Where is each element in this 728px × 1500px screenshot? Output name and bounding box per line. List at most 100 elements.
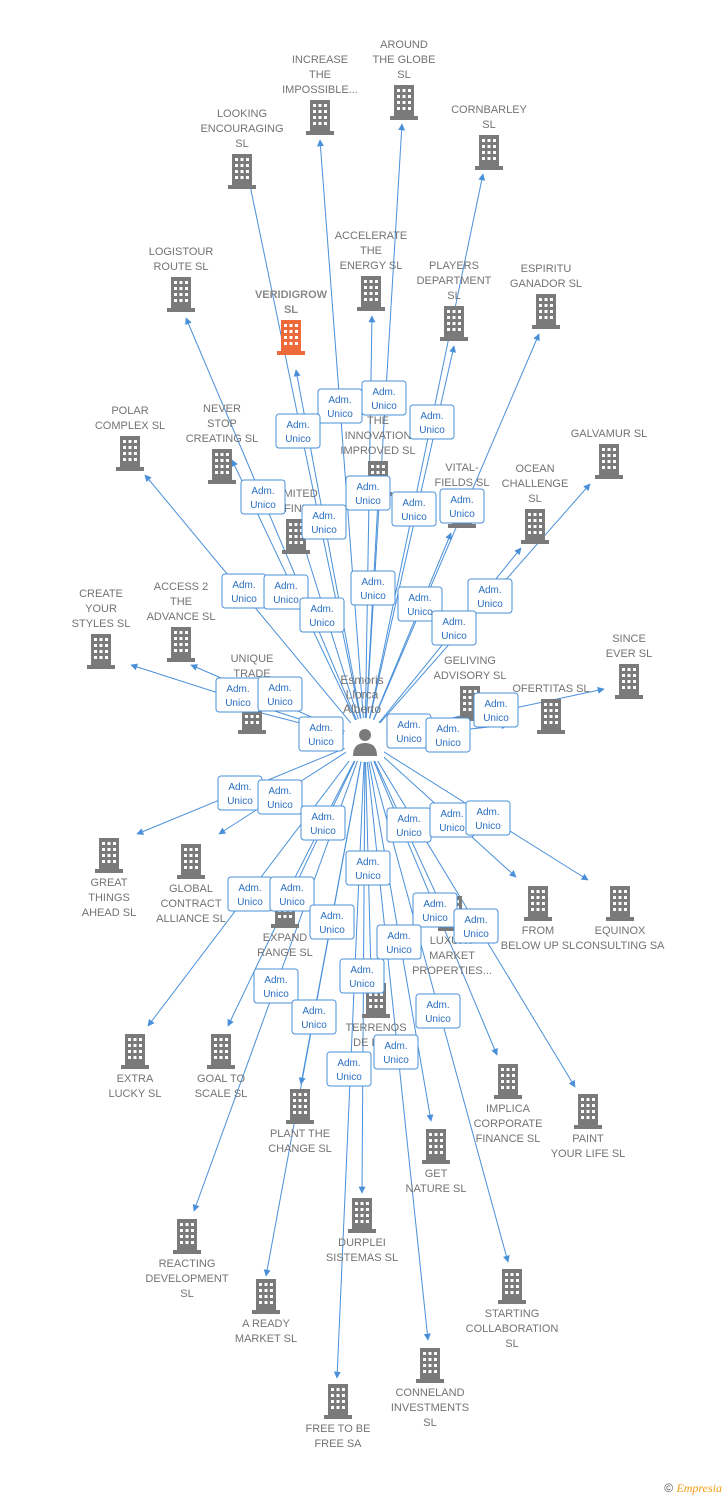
building-icon[interactable] — [357, 276, 385, 311]
role-badge[interactable]: Adm.Unico — [397, 586, 443, 622]
person-name-label[interactable]: Alberto — [343, 702, 381, 716]
company-label[interactable]: SL — [423, 1417, 436, 1429]
role-badge[interactable]: Adm.Unico — [361, 380, 407, 416]
role-badge[interactable]: Adm.Unico — [350, 570, 396, 606]
building-icon[interactable] — [177, 844, 205, 879]
company-label[interactable]: SL — [284, 304, 298, 316]
company-label[interactable]: COMPLEX SL — [95, 420, 165, 432]
role-badge[interactable]: Adm.Unico — [386, 713, 432, 749]
company-label[interactable]: LUCKY SL — [109, 1088, 162, 1100]
company-label[interactable]: PROPERTIES... — [412, 965, 492, 977]
building-icon[interactable] — [121, 1034, 149, 1069]
building-icon[interactable] — [595, 444, 623, 479]
company-label[interactable]: GOAL TO — [197, 1073, 246, 1085]
company-label[interactable]: THE GLOBE — [373, 54, 436, 66]
company-label[interactable]: THINGS — [88, 892, 130, 904]
building-icon[interactable] — [440, 306, 468, 341]
company-label[interactable]: IMPLICA — [486, 1103, 531, 1115]
company-label[interactable]: NEVER — [203, 403, 241, 415]
role-badge[interactable]: Adm.Unico — [473, 692, 519, 728]
role-badge[interactable]: Adm.Unico — [376, 924, 422, 960]
company-label[interactable]: DEPARTMENT — [417, 275, 492, 287]
role-badge[interactable]: Adm.Unico — [257, 676, 303, 712]
company-label[interactable]: ACCELERATE — [335, 230, 408, 242]
company-label[interactable]: SL — [505, 1338, 518, 1350]
role-badge[interactable]: Adm.Unico — [300, 805, 346, 841]
company-label[interactable]: ROUTE SL — [153, 261, 208, 273]
role-badge[interactable]: Adm.Unico — [373, 1034, 419, 1070]
company-node-galvamur[interactable]: GALVAMUR SL — [571, 428, 648, 479]
building-icon[interactable] — [574, 1094, 602, 1129]
company-label[interactable]: THE — [367, 415, 389, 427]
company-label[interactable]: SL — [180, 1288, 193, 1300]
role-badge[interactable]: Adm.Unico — [275, 413, 321, 449]
company-label[interactable]: GET — [425, 1168, 448, 1180]
role-badge[interactable]: Adm.Unico — [326, 1051, 372, 1087]
role-badge[interactable]: Adm.Unico — [345, 475, 391, 511]
building-icon[interactable] — [167, 277, 195, 312]
company-label[interactable]: EXPAND — [263, 932, 307, 944]
company-label[interactable]: EVER SL — [606, 648, 652, 660]
building-icon[interactable] — [615, 664, 643, 699]
company-label[interactable]: OCEAN — [515, 463, 554, 475]
company-label[interactable]: CHALLENGE — [502, 478, 569, 490]
company-label[interactable]: SINCE — [612, 633, 646, 645]
company-label[interactable]: ADVISORY SL — [434, 670, 507, 682]
building-icon[interactable] — [286, 1089, 314, 1124]
company-label[interactable]: FROM — [522, 925, 554, 937]
role-badge[interactable]: Adm.Unico — [298, 716, 344, 752]
role-badge[interactable]: Adm.Unico — [257, 779, 303, 815]
building-icon[interactable] — [87, 634, 115, 669]
role-badge[interactable]: Adm.Unico — [415, 993, 461, 1029]
building-icon[interactable] — [422, 1129, 450, 1164]
company-label[interactable]: INVESTMENTS — [391, 1402, 469, 1414]
role-badge[interactable]: Adm.Unico — [221, 573, 267, 609]
company-node-ocean[interactable]: OCEAN CHALLENGE SL — [502, 463, 569, 544]
company-label[interactable]: IMPOSSIBLE... — [282, 84, 358, 96]
company-label[interactable]: DURPLEI — [338, 1237, 386, 1249]
company-label[interactable]: MARKET — [429, 950, 475, 962]
role-badge[interactable]: Adm.Unico — [465, 800, 511, 836]
role-badge[interactable]: Adm.Unico — [301, 504, 347, 540]
role-badge[interactable]: Adm.Unico — [425, 717, 471, 753]
company-label[interactable]: ADVANCE SL — [147, 611, 216, 623]
building-icon[interactable] — [95, 838, 123, 873]
building-icon[interactable] — [324, 1384, 352, 1419]
building-icon[interactable] — [167, 627, 195, 662]
company-label[interactable]: A READY — [242, 1318, 290, 1330]
role-badge[interactable]: Adm.Unico — [439, 488, 485, 524]
company-label[interactable]: OFERTITAS SL — [512, 683, 589, 695]
company-label[interactable]: LOGISTOUR — [149, 246, 214, 258]
building-icon[interactable] — [208, 449, 236, 484]
building-icon[interactable] — [348, 1198, 376, 1233]
company-label[interactable]: STOP — [207, 418, 237, 430]
role-badge[interactable]: Adm.Unico — [309, 904, 355, 940]
company-label[interactable]: LOOKING — [217, 108, 267, 120]
building-icon[interactable] — [532, 294, 560, 329]
company-label[interactable]: GANADOR SL — [510, 278, 582, 290]
role-badge[interactable]: Adm.Unico — [386, 807, 432, 843]
role-badge[interactable]: Adm.Unico — [269, 876, 315, 912]
company-label[interactable]: REACTING — [159, 1258, 216, 1270]
building-icon[interactable] — [498, 1269, 526, 1304]
company-label[interactable]: SL — [528, 493, 541, 505]
building-icon[interactable] — [390, 85, 418, 120]
